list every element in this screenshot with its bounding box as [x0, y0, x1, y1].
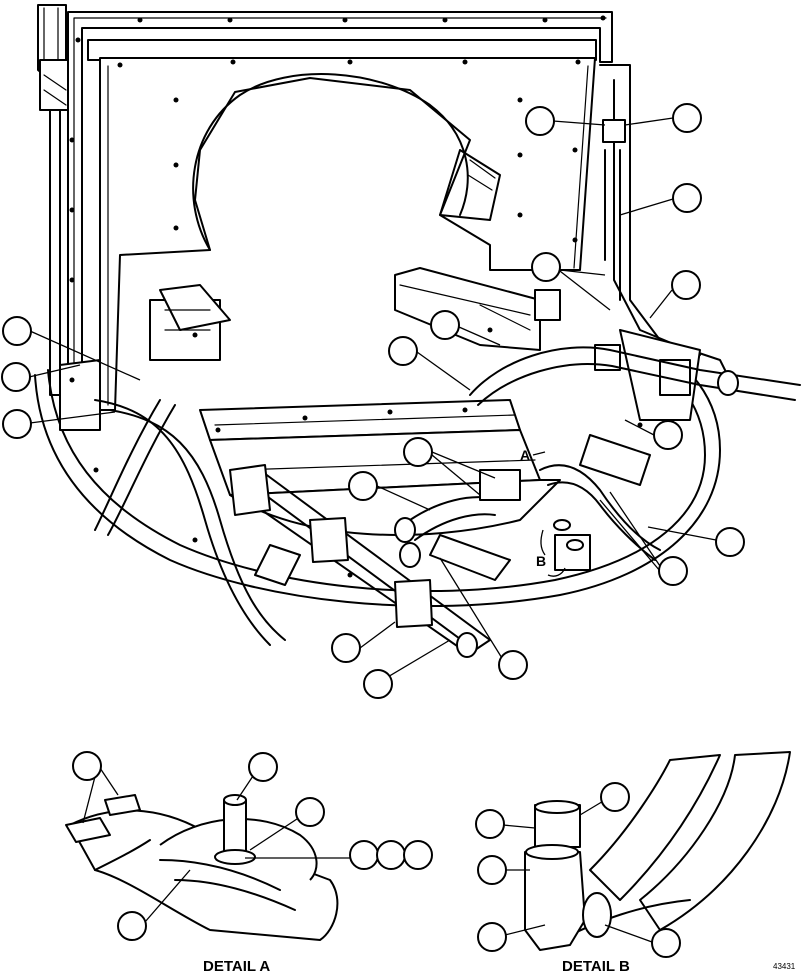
right-upper-bracket — [394, 267, 561, 351]
fastener-bolts — [69, 15, 643, 578]
figure-number: 43431 — [773, 962, 796, 971]
callout-leaders — [28, 117, 717, 685]
condenser-panel — [99, 57, 596, 411]
detail-a-view: DETAIL A — [65, 751, 433, 973]
detail-marker-a: A — [520, 447, 546, 463]
callout-bubbles-main — [1, 103, 745, 699]
outer-frame — [67, 11, 613, 421]
hose-clamp-blocks — [229, 434, 651, 628]
left-mounting-post — [37, 4, 71, 396]
detail-b-view: DETAIL B — [475, 751, 791, 973]
detail-b-caption: DETAIL B — [562, 958, 630, 973]
right-refrigerant-line — [599, 64, 731, 381]
detail-a-caption: DETAIL A — [203, 958, 270, 973]
detail-a-label: A — [520, 447, 530, 463]
main-assembly-view: A B — [1, 4, 801, 699]
detail-b-label: B — [536, 553, 546, 569]
detail-marker-b: B — [536, 529, 566, 577]
left-brackets — [149, 284, 231, 361]
